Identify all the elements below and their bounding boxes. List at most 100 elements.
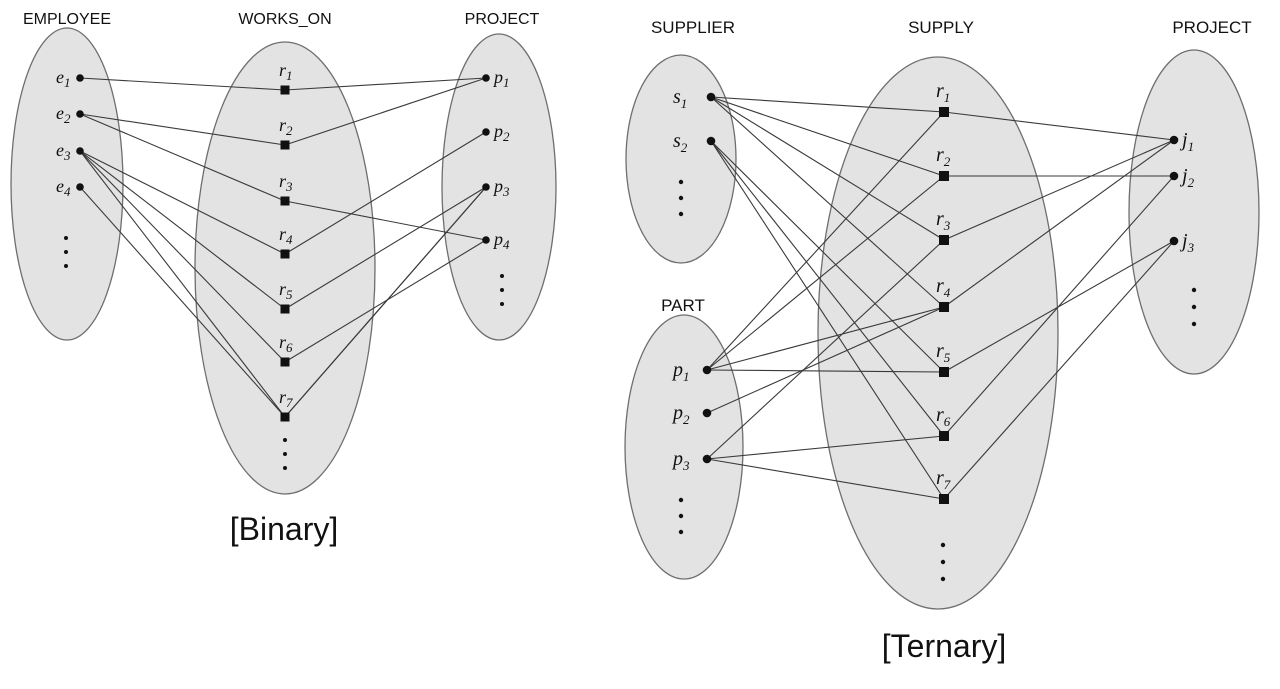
works-on-relationship-marker	[280, 85, 290, 95]
part-dot	[702, 365, 712, 375]
supply-relationship-marker	[939, 302, 949, 312]
relationship-line	[79, 186, 286, 418]
ternary-project-dot	[1169, 135, 1179, 145]
employee-set-title: EMPLOYEE	[23, 11, 111, 28]
works-on-label: r2	[279, 115, 293, 138]
ternary-project-dot	[1169, 171, 1179, 181]
relationship-line	[943, 139, 1175, 308]
ternary-relationship-lines	[706, 96, 1175, 500]
relationship-line	[284, 186, 487, 310]
project-dot	[482, 74, 490, 82]
supply-relationship-marker	[939, 235, 949, 245]
ternary-caption: [Ternary]	[882, 628, 1006, 664]
employee-label: e1	[56, 67, 71, 90]
part-set-title: PART	[661, 296, 705, 315]
supply-label: r6	[936, 404, 951, 429]
works-on-relationship-marker	[280, 140, 290, 150]
project-label: p3	[492, 176, 510, 199]
supply-label: r5	[936, 340, 951, 365]
supply-set-title: SUPPLY	[908, 18, 974, 37]
works-on-label: r7	[279, 387, 293, 410]
project-label: p2	[492, 121, 510, 144]
relationship-line	[79, 150, 286, 255]
relationship-line	[706, 306, 945, 371]
works-on-label: r1	[279, 60, 293, 83]
works-on-relationship-marker	[280, 412, 290, 422]
employee-more-ellipsis	[64, 236, 68, 268]
project-more-ellipsis	[500, 274, 504, 306]
supply-label: r4	[936, 275, 951, 300]
relationship-line	[710, 96, 945, 308]
supply-relationship-marker	[939, 107, 949, 117]
works-on-label: r5	[279, 279, 293, 302]
relationship-line	[706, 458, 945, 500]
relationship-line	[79, 113, 286, 146]
relationship-line	[284, 239, 487, 363]
ternary-project-label: j1	[1179, 129, 1194, 154]
part-dot	[702, 454, 712, 464]
ternary-project-more-ellipsis	[1191, 287, 1197, 327]
relationship-line	[706, 175, 945, 371]
supplier-dot	[706, 136, 716, 146]
part-set-ellipse	[624, 314, 744, 580]
ternary-project-dot	[1169, 236, 1179, 246]
relationship-line	[706, 111, 945, 371]
supplier-set-ellipse	[625, 54, 737, 264]
binary-set-ellipses	[10, 27, 557, 495]
supply-label: r2	[936, 144, 951, 169]
relationship-line	[710, 140, 945, 437]
project-set-title: PROJECT	[465, 11, 540, 28]
relationship-line	[943, 139, 1175, 241]
supplier-more-ellipsis	[678, 179, 684, 217]
relationship-line	[706, 435, 945, 460]
employee-dot	[76, 183, 84, 191]
employee-label: e2	[56, 103, 71, 126]
part-more-ellipsis	[678, 497, 684, 535]
project-dot	[482, 183, 490, 191]
works-on-relationship-marker	[280, 196, 290, 206]
relationship-line	[79, 150, 286, 363]
relationship-line	[943, 240, 1175, 500]
relationship-line	[284, 77, 487, 91]
part-label: p1	[671, 359, 690, 384]
relationship-line	[284, 186, 487, 418]
ternary-diagram: SUPPLIER SUPPLY PROJECT PART s1 s2 p1 p2…	[624, 18, 1260, 664]
project-label: p4	[492, 229, 510, 252]
supply-label: r3	[936, 208, 951, 233]
ternary-project-set-title: PROJECT	[1172, 18, 1251, 37]
relationship-line	[943, 111, 1175, 141]
relationship-line	[710, 140, 945, 500]
project-label: p1	[492, 67, 510, 90]
project-dot	[482, 128, 490, 136]
supply-relationship-marker	[939, 171, 949, 181]
works-on-label: r3	[279, 171, 293, 194]
project-set-ellipse	[441, 33, 557, 341]
relationship-line	[706, 306, 945, 414]
relationship-line	[284, 77, 487, 146]
relationship-line	[706, 369, 945, 373]
relationship-line	[79, 77, 286, 91]
employee-dot	[76, 110, 84, 118]
works-on-relationship-marker	[280, 357, 290, 367]
relationship-line	[79, 150, 286, 418]
binary-caption: [Binary]	[230, 511, 338, 547]
supplier-label: s2	[673, 130, 688, 155]
works-on-label: r4	[279, 224, 293, 247]
works-on-label: r6	[279, 332, 293, 355]
supplier-dot	[706, 92, 716, 102]
supplier-label: s1	[673, 86, 687, 111]
relationship-line	[79, 150, 286, 310]
supplier-set-title: SUPPLIER	[651, 18, 735, 37]
supply-label: r7	[936, 467, 951, 492]
relationship-line	[284, 200, 487, 241]
relationship-line	[284, 131, 487, 255]
works-on-set-title: WORKS_ON	[238, 11, 331, 28]
supply-more-ellipsis	[940, 542, 946, 582]
project-dot	[482, 236, 490, 244]
part-dot	[702, 408, 712, 418]
supply-relationship-marker	[939, 494, 949, 504]
relationship-line	[710, 96, 945, 177]
relationship-line	[710, 96, 945, 113]
works-on-set-ellipse	[194, 41, 376, 495]
supply-label: r1	[936, 80, 950, 105]
